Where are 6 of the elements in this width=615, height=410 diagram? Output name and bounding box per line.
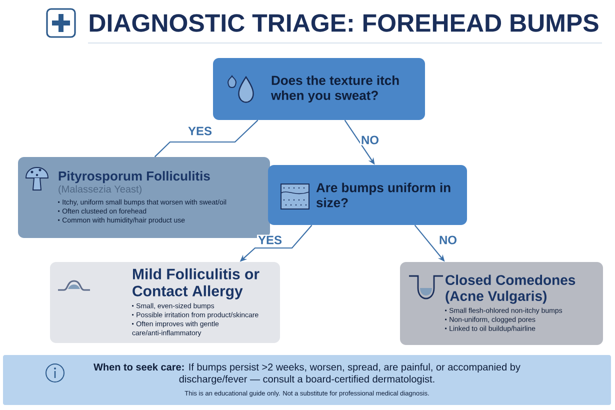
title: DIAGNOSTIC TRIAGE: FOREHEAD BUMPS: [90, 14, 598, 32]
question-box: Are bumps uniform in size?: [268, 165, 467, 225]
edge-label: YES: [257, 234, 283, 246]
question-box: Does the texture itch when you sweat?: [213, 58, 425, 120]
edge-label: NO: [360, 134, 380, 146]
edge-label: NO: [438, 234, 458, 246]
